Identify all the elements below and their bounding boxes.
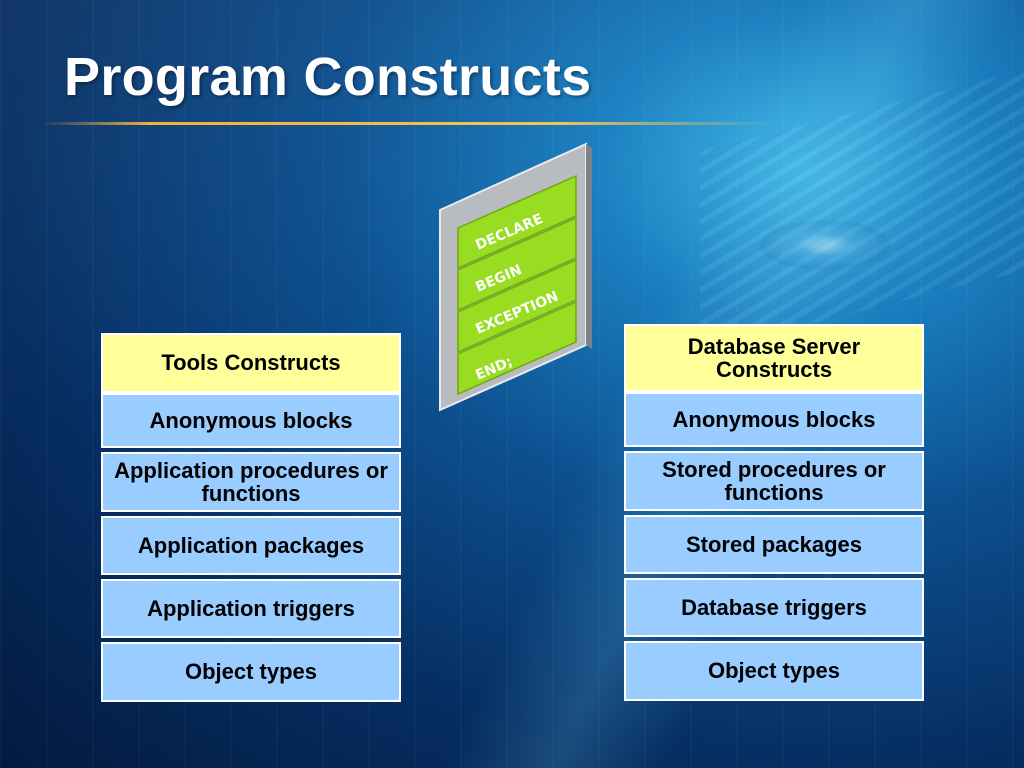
title-underline <box>40 122 780 125</box>
tools-item-application-packages: Application packages <box>101 516 401 575</box>
server-item-label: Object types <box>707 658 841 684</box>
block-backing-side <box>586 144 592 349</box>
tools-item-application-triggers: Application triggers <box>101 579 401 638</box>
server-item-object-types: Object types <box>624 641 924 701</box>
server-item-database-triggers: Database triggers <box>624 578 924 637</box>
server-item-stored-packages: Stored packages <box>624 515 924 574</box>
server-item-label: Database triggers <box>681 594 867 620</box>
slide-title: Program Constructs <box>64 47 592 107</box>
server-constructs-header: Database Server Constructs <box>624 324 924 392</box>
server-item-label: Stored procedures or functions <box>662 456 886 505</box>
tools-item-object-types: Object types <box>101 642 401 702</box>
tools-item-application-procedures: Application procedures or functions <box>101 452 401 512</box>
server-constructs-header-label: Database Server Constructs <box>687 333 861 382</box>
laptop-keyboard-image <box>700 68 1024 352</box>
tools-item-label: Application packages <box>137 532 365 558</box>
tools-constructs-header-label: Tools Constructs <box>161 350 341 376</box>
tools-item-label: Application triggers <box>147 595 355 621</box>
tools-item-anonymous-blocks: Anonymous blocks <box>101 393 401 448</box>
server-item-stored-procedures: Stored procedures or functions <box>624 451 924 511</box>
disc-image <box>760 220 890 270</box>
server-item-anonymous-blocks: Anonymous blocks <box>624 392 924 447</box>
block-segment-declare: DECLARE ... <box>457 174 577 270</box>
plsql-block-graphic: DECLARE ... BEGIN ... EXCEPTION ... END; <box>439 142 592 412</box>
tools-item-label: Object types <box>184 659 318 685</box>
tools-item-label: Anonymous blocks <box>149 407 353 433</box>
tools-constructs-header: Tools Constructs <box>101 333 401 393</box>
tools-item-label: Application procedures or functions <box>114 457 388 506</box>
server-item-label: Stored packages <box>685 531 863 557</box>
server-item-label: Anonymous blocks <box>672 406 876 432</box>
